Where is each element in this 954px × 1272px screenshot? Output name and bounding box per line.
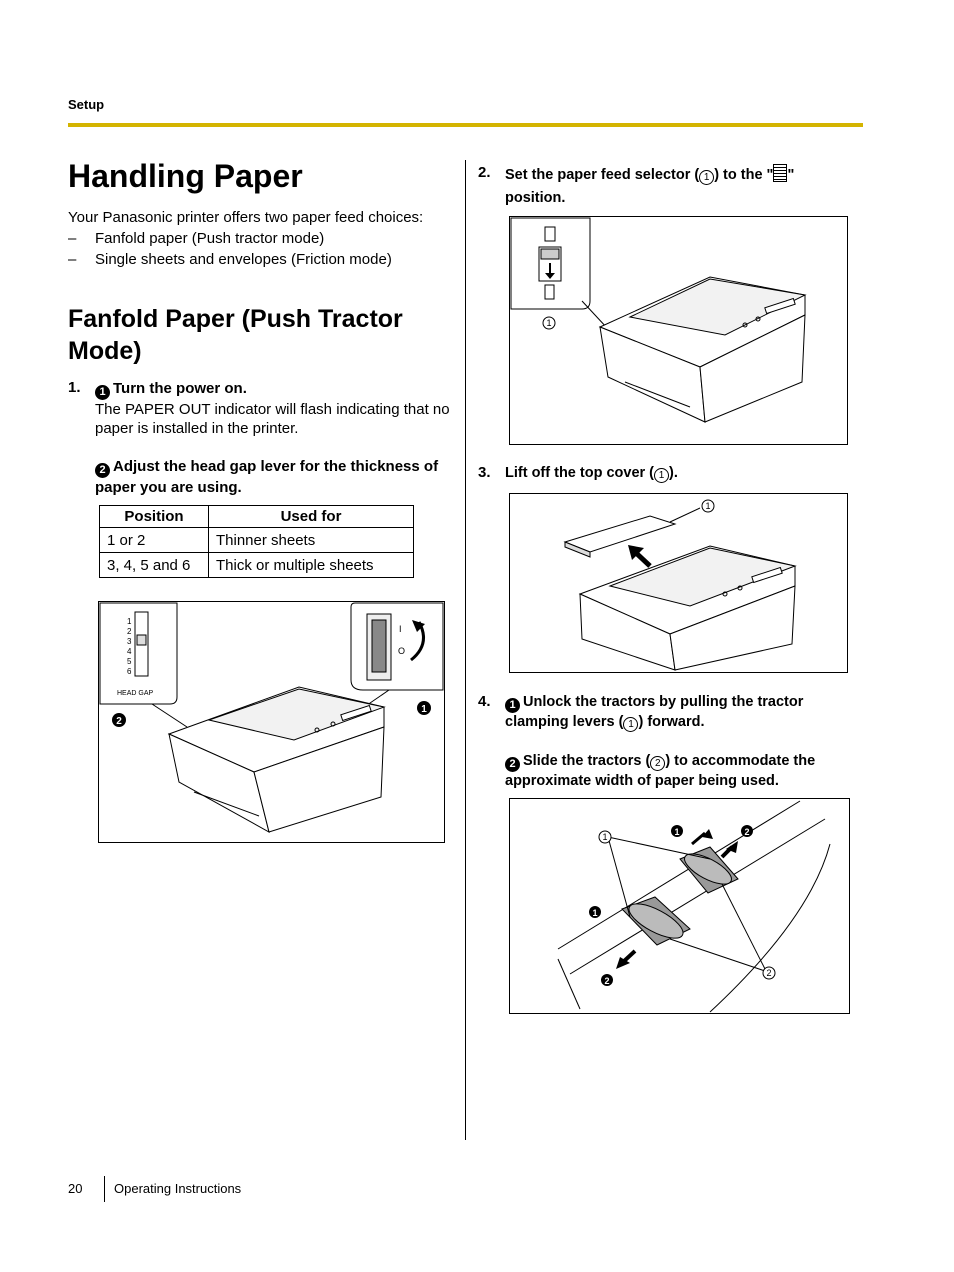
gap-number: 4 [127,647,132,656]
gap-number: 6 [127,667,132,676]
header-rule [68,123,863,127]
step-2-body: Set the paper feed selector (1) to the "… [505,164,855,210]
table-header: Used for [208,505,414,528]
step-number: 2. [478,164,491,181]
ref-1-icon: 1 [623,717,639,732]
step-4b-text: ) to accommodate the approximate width o… [505,752,816,789]
badge-1-icon: 1 [95,385,110,400]
step-2-text: " position. [505,167,795,206]
switch-on-mark: I [399,624,402,634]
footer-divider [104,1176,105,1202]
step-number: 1. [68,379,81,396]
page-title: Handling Paper [68,158,303,194]
section-label: Setup [68,97,105,112]
badge-2-icon: 2 [95,463,110,478]
head-gap-label: HEAD GAP [117,690,154,697]
column-divider [465,160,466,1140]
gap-number: 2 [127,627,132,636]
step-4a-text: Unlock the tractors by pulling the tract… [505,694,804,730]
list-item-text: Fanfold paper (Push tractor mode) [95,230,325,247]
tractor-illustration: 1 2 1 2 1 2 [557,800,831,1013]
step-3-text: ). [669,465,678,481]
callout-1-icon: 1 [674,827,679,837]
dash: – [68,230,77,247]
callout-2-icon: 2 [116,716,122,727]
table-row: 3, 4, 5 and 6 Thick or multiple sheets [99,552,414,578]
dash: – [68,251,77,268]
callout-2-icon: 2 [744,827,749,837]
head-gap-table: Position Used for 1 or 2 Thinner sheets … [99,505,414,578]
gap-number: 1 [127,617,132,626]
section-heading: Fanfold Paper (Push Tractor Mode) [68,305,403,365]
figure-power-headgap: 1 2 3 4 5 6 HEAD GAP I O 2 1 [98,601,445,843]
figure-tractors: 1 2 1 2 1 2 [509,798,850,1014]
step-4b-text: Slide the tractors ( [523,752,651,769]
list-item: – Single sheets and envelopes (Friction m… [68,249,458,270]
table-row: 1 or 2 Thinner sheets [99,527,414,553]
step-1a-title: Turn the power on. [113,380,247,397]
figure-feed-selector: 1 [509,216,848,445]
table-cell: 3, 4, 5 and 6 [99,552,209,578]
table-cell: Thinner sheets [208,527,414,553]
ref-1-icon: 1 [654,468,670,483]
badge-2-icon: 2 [505,756,520,772]
table-cell: 1 or 2 [99,527,209,553]
tractor-position-icon [773,164,788,182]
list-item-text: Single sheets and envelopes (Friction mo… [95,251,392,268]
step-1b-title: Adjust the head gap lever for the thickn… [95,458,439,496]
step-4a-text: ) forward. [638,714,705,730]
tractor-lower [621,896,691,946]
ref-2-icon: 2 [766,968,771,978]
step-3-body: Lift off the top cover (1). [505,464,855,483]
step-1a-text: The PAPER OUT indicator will flash indic… [95,401,450,437]
ref-2-icon: 2 [650,755,666,771]
switch-off-mark: O [398,646,405,656]
step-3-text: Lift off the top cover ( [505,465,655,481]
ref-1-icon: 1 [602,832,607,842]
step-2-text: Set the paper feed selector ( [505,167,700,183]
callout-2-icon: 2 [604,976,609,986]
printer-illustration: 1 2 3 4 5 6 HEAD GAP I O 2 1 [99,602,444,833]
gap-number: 3 [127,637,132,646]
intro-text: Your Panasonic printer offers two paper … [68,209,424,226]
table-cell: Thick or multiple sheets [208,552,414,578]
figure-top-cover: 1 [509,493,848,673]
page-number: 20 [68,1181,83,1196]
step-2-text: ) to the " [714,167,774,183]
table-header-row: Position Used for [99,505,414,528]
list-item: – Fanfold paper (Push tractor mode) [68,228,458,249]
callout-1-icon: 1 [421,704,427,715]
step-number: 3. [478,464,491,481]
printer-illustration: 1 [563,499,797,671]
printer-illustration: 1 [510,217,807,423]
footer-doc-title: Operating Instructions [114,1181,242,1196]
callout-1-icon: 1 [592,908,597,918]
ref-1-icon: 1 [699,170,715,185]
ref-1-icon: 1 [705,501,710,511]
badge-1-icon: 1 [505,698,520,713]
step-number: 4. [478,693,491,710]
table-header: Position [99,505,209,528]
ref-1-icon: 1 [546,318,551,328]
tractor-upper [679,846,739,894]
intro: Your Panasonic printer offers two paper … [68,207,458,270]
gap-number: 5 [127,657,132,666]
